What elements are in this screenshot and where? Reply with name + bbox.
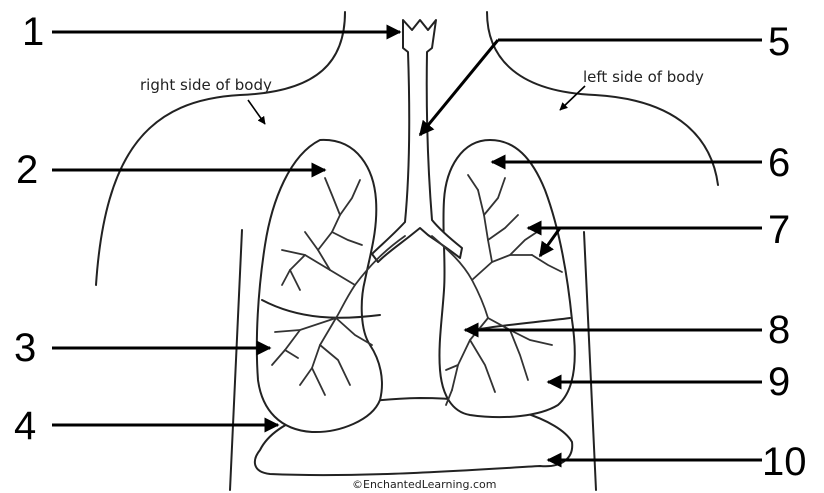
left-side-arrow [560,86,585,110]
number-label-1: 1 [22,12,44,52]
credit-text: ©EnchantedLearning.com [352,478,496,491]
pointer-5-diagonal [420,40,498,135]
number-label-9: 9 [768,362,790,402]
right-side-label: right side of body [140,76,272,94]
right-side-arrow [248,100,265,124]
number-label-10: 10 [762,442,807,482]
left-lung [439,140,574,417]
body-outline-left-torso [584,232,596,490]
number-label-7: 7 [768,210,790,250]
right-lung [257,140,382,432]
number-label-6: 6 [768,143,790,183]
number-label-8: 8 [768,310,790,350]
number-label-3: 3 [14,328,36,368]
body-outline-right-torso [230,230,242,490]
number-label-4: 4 [14,406,36,446]
left-side-label: left side of body [583,68,704,86]
number-label-2: 2 [16,150,38,190]
number-label-5: 5 [768,22,790,62]
